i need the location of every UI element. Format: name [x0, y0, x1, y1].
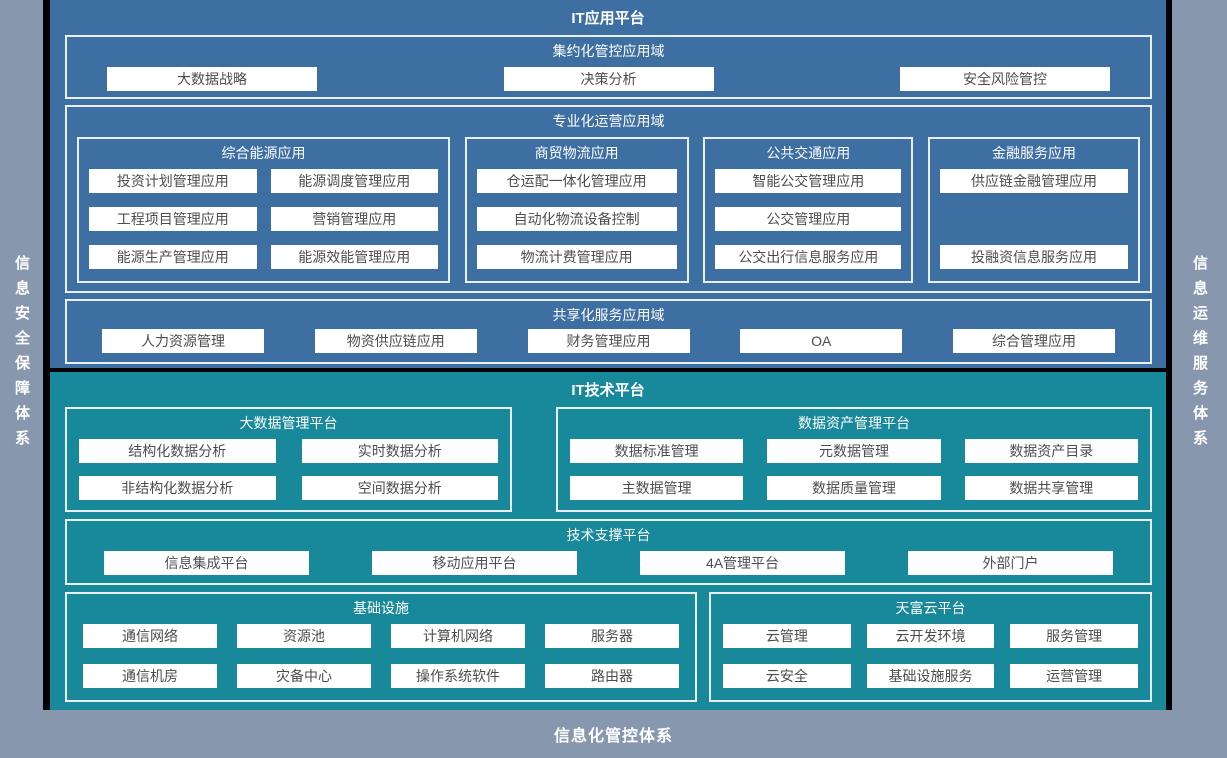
diagram-node: 能源效能管理应用: [270, 245, 438, 269]
energy-group-title: 综合能源应用: [221, 145, 306, 161]
diagram-node: 人力资源管理: [102, 329, 264, 353]
diagram-node: 服务管理: [1010, 624, 1138, 648]
diagram-node: 投融资信息服务应用: [939, 245, 1128, 269]
infrastructure-box: 基础设施 通信网络 资源池 计算机网络 服务器 通信机房 灾备中心 操作系统软件…: [65, 592, 697, 702]
intensive-domain-title: 集约化管控应用域: [552, 43, 665, 59]
diagram-node: 数据质量管理: [767, 476, 941, 500]
diagram-node: 物资供应链应用: [314, 329, 477, 353]
right-divider: [1166, 0, 1172, 710]
diagram-node: 供应链金融管理应用: [939, 169, 1128, 193]
data-asset-platform-box: 数据资产管理平台 数据标准管理 元数据管理 数据资产目录 主数据管理 数据质量管…: [556, 407, 1152, 512]
management-system-bar: 信息化管控体系: [0, 710, 1227, 758]
tech-support-platform-title: 技术支撑平台: [566, 527, 651, 543]
diagram-node: 工程项目管理应用: [89, 207, 257, 231]
diagram-node: 数据共享管理: [964, 476, 1138, 500]
diagram-node: 云安全: [723, 664, 851, 688]
left-divider: [43, 0, 50, 710]
app-platform-section: IT应用平台 集约化管控应用域 大数据战略 决策分析 安全风险管控 专业化运营应…: [50, 0, 1166, 368]
diagram-node: 数据资产目录: [964, 439, 1138, 463]
transport-group-title: 公共交通应用: [766, 145, 851, 161]
logistics-group-box: 商贸物流应用 仓运配一体化管理应用 自动化物流设备控制 物流计费管理应用: [464, 137, 689, 283]
diagram-node: 非结构化数据分析: [79, 476, 276, 500]
management-system-label: 信息化管控体系: [553, 728, 673, 745]
diagram-node: 外部门户: [908, 551, 1113, 575]
diagram-node: 结构化数据分析: [79, 439, 276, 463]
diagram-node: 云开发环境: [866, 624, 995, 648]
app-platform-title: IT应用平台: [571, 10, 645, 27]
operations-system-label: 信息运维服务体系: [1191, 255, 1208, 455]
diagram-node: 信息集成平台: [104, 551, 309, 575]
cloud-platform-box: 天富云平台 云管理 云开发环境 服务管理 云安全 基础设施服务 运营管理: [709, 592, 1152, 702]
diagram-node: 实时数据分析: [301, 439, 498, 463]
professional-domain-box: 专业化运营应用域 综合能源应用 投资计划管理应用 能源调度管理应用 工程项目管理…: [65, 105, 1152, 293]
data-asset-platform-title: 数据资产管理平台: [798, 415, 910, 431]
diagram-node: 物流计费管理应用: [476, 245, 677, 269]
diagram-node: 仓运配一体化管理应用: [476, 169, 677, 193]
diagram-node: 通信网络: [83, 624, 217, 648]
diagram-node: 运营管理: [1010, 664, 1138, 688]
infrastructure-title: 基础设施: [353, 600, 409, 616]
tech-support-platform-box: 技术支撑平台 信息集成平台 移动应用平台 4A管理平台 外部门户: [65, 519, 1152, 585]
diagram-node: 投资计划管理应用: [89, 169, 257, 193]
diagram-node: 公交出行信息服务应用: [715, 245, 902, 269]
diagram-node: 通信机房: [83, 664, 217, 688]
energy-group-box: 综合能源应用 投资计划管理应用 能源调度管理应用 工程项目管理应用 营销管理应用…: [77, 137, 450, 283]
bigdata-platform-title: 大数据管理平台: [239, 415, 338, 431]
transport-group-box: 公共交通应用 智能公交管理应用 公交管理应用 公交出行信息服务应用: [703, 137, 914, 283]
finance-group-box: 金融服务应用 供应链金融管理应用 投融资信息服务应用: [927, 137, 1140, 283]
tech-platform-title: IT技术平台: [571, 382, 645, 399]
cloud-platform-title: 天富云平台: [895, 600, 966, 616]
diagram-node: 大数据战略: [107, 67, 317, 91]
finance-group-title: 金融服务应用: [991, 145, 1076, 161]
bigdata-platform-box: 大数据管理平台 结构化数据分析 实时数据分析 非结构化数据分析 空间数据分析: [65, 407, 512, 512]
logistics-group-title: 商贸物流应用: [534, 145, 619, 161]
intensive-domain-box: 集约化管控应用域 大数据战略 决策分析 安全风险管控: [65, 35, 1152, 99]
diagram-node: 综合管理应用: [953, 329, 1115, 353]
diagram-node: 智能公交管理应用: [715, 169, 902, 193]
diagram-node: 数据标准管理: [570, 439, 744, 463]
diagram-node: 计算机网络: [391, 624, 525, 648]
diagram-node: 资源池: [237, 624, 371, 648]
diagram-node: 自动化物流设备控制: [476, 207, 677, 231]
diagram-node: 基础设施服务: [866, 664, 995, 688]
diagram-node: 操作系统软件: [391, 664, 525, 688]
section-divider: [50, 368, 1166, 372]
operations-system-sidebar: 信息运维服务体系: [1172, 0, 1227, 710]
security-system-sidebar: 信息安全保障体系: [0, 0, 43, 710]
diagram-node: 云管理: [723, 624, 851, 648]
diagram-node: 能源生产管理应用: [89, 245, 257, 269]
diagram-node: 元数据管理: [767, 439, 941, 463]
diagram-node: 4A管理平台: [640, 551, 845, 575]
diagram-node: 决策分析: [503, 67, 714, 91]
diagram-node: 空间数据分析: [301, 476, 498, 500]
diagram-node: 移动应用平台: [372, 551, 577, 575]
security-system-label: 信息安全保障体系: [13, 255, 30, 455]
diagram-node: OA: [740, 329, 903, 353]
tech-platform-section: IT技术平台 大数据管理平台 结构化数据分析 实时数据分析 非结构化数据分析 空…: [50, 372, 1166, 710]
diagram-node: 公交管理应用: [715, 207, 902, 231]
diagram-node: 安全风险管控: [900, 67, 1110, 91]
diagram-node: 服务器: [545, 624, 679, 648]
diagram-node: 路由器: [545, 664, 679, 688]
diagram-node: 灾备中心: [237, 664, 371, 688]
diagram-node: 能源调度管理应用: [270, 169, 438, 193]
shared-domain-box: 共享化服务应用域 人力资源管理 物资供应链应用 财务管理应用 OA 综合管理应用: [65, 299, 1152, 364]
diagram-node: 财务管理应用: [527, 329, 690, 353]
diagram-node: 主数据管理: [570, 476, 744, 500]
main-content: IT应用平台 集约化管控应用域 大数据战略 决策分析 安全风险管控 专业化运营应…: [50, 0, 1166, 710]
diagram-node: 营销管理应用: [270, 207, 438, 231]
professional-domain-title: 专业化运营应用域: [552, 113, 665, 129]
shared-domain-title: 共享化服务应用域: [552, 307, 665, 323]
